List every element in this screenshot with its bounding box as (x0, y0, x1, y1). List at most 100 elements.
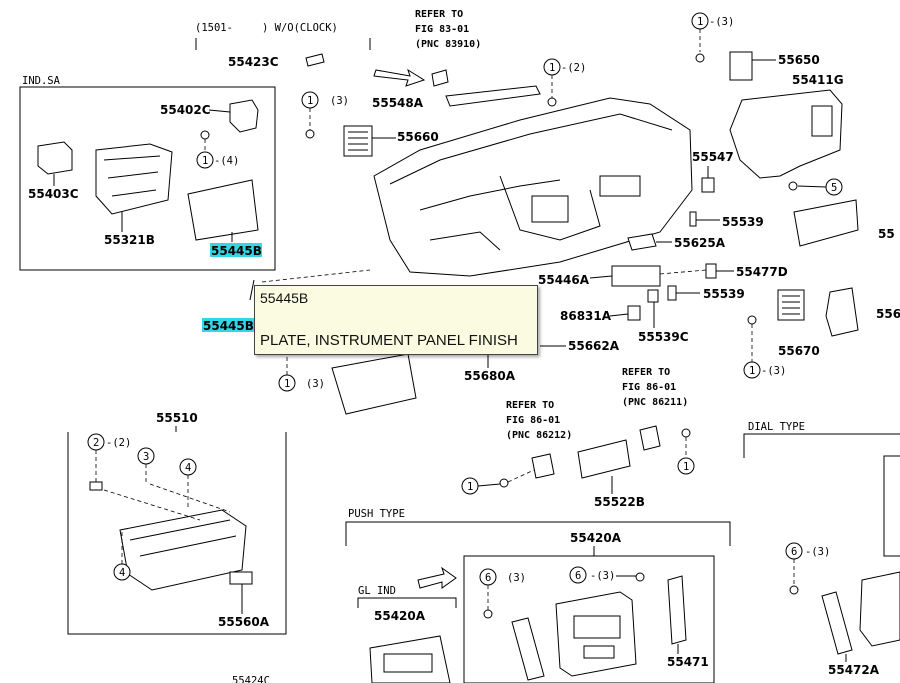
highlight-bg (202, 318, 254, 332)
bolt-icon (635, 572, 645, 582)
part-label-55411g[interactable]: 55411G (792, 73, 844, 87)
callout-circle[interactable] (569, 566, 587, 584)
part-55402c-shape[interactable] (229, 99, 259, 133)
part-55560a-shape[interactable] (229, 571, 253, 585)
part-55670-shape[interactable] (777, 289, 805, 321)
part-label-55420a-gl[interactable]: 55420A (374, 609, 426, 623)
part-cut-shape[interactable] (793, 199, 859, 247)
part-label-55510[interactable]: 55510 (156, 411, 198, 425)
part-label-55403c[interactable]: 55403C (28, 187, 79, 201)
part-label-bottom[interactable]: 55424C (232, 675, 270, 683)
part-55471-shape[interactable] (667, 575, 687, 645)
part-label-55660[interactable]: 55660 (397, 130, 439, 144)
section-label-dial-type: DIAL TYPE (748, 421, 805, 433)
part-55539b-shape[interactable] (667, 285, 677, 301)
part-label-86831a[interactable]: 86831A (560, 309, 612, 323)
section-box (463, 555, 715, 683)
section-label-gl-ind: GL IND (358, 585, 396, 597)
audio-panel-dial-shape[interactable] (859, 571, 900, 647)
callout-qty: (3) (306, 378, 325, 390)
part-label-55539c[interactable]: 55539C (638, 330, 689, 344)
tooltip-description: PLATE, INSTRUMENT PANEL FINISH (260, 332, 518, 349)
part-label-55446a[interactable]: 55446A (538, 273, 590, 287)
part-label-55477d[interactable]: 55477D (736, 265, 788, 279)
part-label-55539-a[interactable]: 55539 (722, 215, 764, 229)
connector-shape (531, 453, 555, 479)
leader-line (249, 279, 255, 301)
part-55650-shape[interactable] (729, 51, 753, 81)
part-label-55423c[interactable]: 55423C (228, 55, 279, 69)
highlight-bg (210, 243, 262, 257)
callout-number: 4 (185, 462, 191, 474)
part-label-55402c[interactable]: 55402C (160, 103, 211, 117)
part-label-55471[interactable]: 55471 (667, 655, 709, 669)
part-55680a-shape[interactable] (331, 353, 417, 415)
part-label-55420a-push[interactable]: 55420A (570, 531, 622, 545)
part-label-cut[interactable]: 55 (878, 227, 895, 241)
callout-qty: -(3) (709, 16, 734, 28)
bolt-icon (695, 53, 705, 63)
audio-panel-gl-shape[interactable] (369, 635, 451, 683)
part-55539-shape[interactable] (689, 211, 697, 227)
glove-box-shape[interactable] (119, 509, 247, 591)
bolt-icon (499, 478, 509, 488)
part-label-55560a[interactable]: 55560A (218, 615, 270, 629)
part-label-55321b[interactable]: 55321B (104, 233, 155, 247)
panel-detail (389, 113, 673, 185)
arrow-icon (417, 566, 457, 589)
part-55522b-shape[interactable] (577, 439, 631, 479)
part-label-55445b-inset[interactable]: 55445B (211, 244, 262, 258)
leader-line (103, 483, 231, 521)
ref-line-3[interactable]: (PNC 83910) (415, 39, 481, 50)
callout-circle[interactable] (677, 457, 695, 475)
part-55477d-shape[interactable] (705, 263, 717, 279)
part-label-55680a[interactable]: 55680A (464, 369, 516, 383)
part-label-55662a[interactable]: 55662A (568, 339, 620, 353)
part-55321b-shape[interactable] (95, 143, 173, 215)
ref-line-3[interactable]: (PNC 86211) (622, 397, 688, 408)
vent-slats (348, 131, 368, 151)
ref-line-1: REFER TO (506, 400, 554, 411)
section-bracket (357, 597, 457, 608)
callout-circle[interactable] (196, 151, 214, 169)
part-55547-shape[interactable] (701, 177, 715, 193)
part-label-55548a[interactable]: 55548A (372, 96, 424, 110)
part-detail (103, 155, 161, 197)
callout-number: 6 (575, 570, 581, 582)
part-label-55670[interactable]: 55670 (778, 344, 820, 358)
part-55411g-shape[interactable] (729, 89, 843, 179)
part-86831a-shape[interactable] (627, 305, 641, 321)
part-connector-shape (431, 69, 449, 87)
part-label-55625a[interactable]: 55625A (674, 236, 726, 250)
part-label-55522b[interactable]: 55522B (594, 495, 645, 509)
callout-number: 3 (143, 451, 149, 463)
callout-circle[interactable] (743, 361, 761, 379)
part-55625a-shape[interactable] (627, 233, 657, 251)
part-55445b-shape[interactable] (187, 179, 259, 241)
part-label-55547[interactable]: 55547 (692, 150, 734, 164)
part-label-cut-2[interactable]: 556 (876, 307, 900, 321)
ref-line-2: FIG 86-01 (506, 415, 560, 426)
panel-detail (383, 653, 433, 673)
bolt-icon (200, 130, 210, 140)
part-55548a-shape[interactable] (445, 85, 541, 107)
part-55446a-shape[interactable] (611, 265, 661, 287)
part-55423c-shape[interactable] (305, 53, 325, 67)
part-55403c-shape[interactable] (37, 141, 73, 175)
part-55539c-shape[interactable] (647, 289, 659, 303)
ref-line-3[interactable]: (PNC 86212) (506, 430, 572, 441)
part-label-55650[interactable]: 55650 (778, 53, 820, 67)
part-cut-shape[interactable] (825, 287, 859, 337)
instrument-panel-shape[interactable] (373, 97, 693, 277)
leader-line (659, 269, 707, 275)
part-label-55445b-main[interactable]: 55445B (203, 319, 254, 333)
part-label-55539-b[interactable]: 55539 (703, 287, 745, 301)
callout-number: 1 (284, 378, 290, 390)
ref-line-2: FIG 83-01 (415, 24, 469, 35)
part-55472a-shape[interactable] (821, 591, 853, 655)
part-label-55472a[interactable]: 55472A (828, 663, 880, 677)
audio-panel-push-shape[interactable] (555, 591, 637, 677)
bolt-icon (789, 585, 799, 595)
part-55660-shape[interactable] (343, 125, 373, 157)
